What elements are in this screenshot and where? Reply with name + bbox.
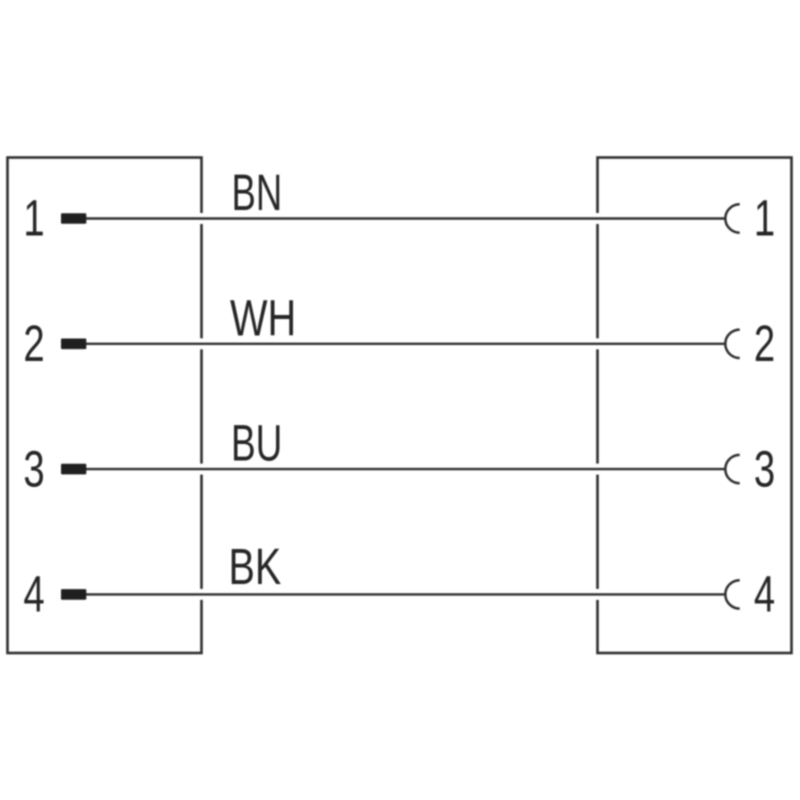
socket-contact-icon	[724, 203, 740, 234]
socket-contact-icon	[724, 328, 740, 360]
pin-contact-icon	[61, 213, 87, 224]
pin-contact-icon	[61, 589, 87, 600]
wire-row: 4 BK 4	[23, 538, 775, 623]
right-pin-number: 4	[754, 565, 775, 623]
right-pin-number: 1	[754, 189, 775, 247]
right-pin-number: 2	[754, 315, 775, 373]
wire-color-label: BN	[232, 165, 283, 221]
left-pin-number: 3	[23, 440, 44, 498]
right-pin-number: 3	[754, 440, 775, 498]
left-pin-number: 1	[23, 189, 44, 247]
pin-contact-icon	[61, 338, 87, 350]
wire-color-label: WH	[230, 290, 296, 347]
socket-contact-icon	[724, 578, 740, 610]
wire-row: 2 WH 2	[23, 290, 775, 373]
wire-color-label: BU	[231, 416, 282, 472]
left-pin-number: 4	[23, 565, 44, 623]
wire-color-label: BK	[229, 538, 282, 595]
wire-row: 1 BN 1	[23, 165, 775, 247]
right-connector-box	[596, 156, 793, 655]
wire-row: 3 BU 3	[23, 416, 775, 498]
left-connector-box	[6, 156, 203, 655]
left-pin-number: 2	[23, 315, 44, 373]
pin-contact-icon	[61, 463, 87, 475]
socket-contact-icon	[724, 453, 740, 485]
